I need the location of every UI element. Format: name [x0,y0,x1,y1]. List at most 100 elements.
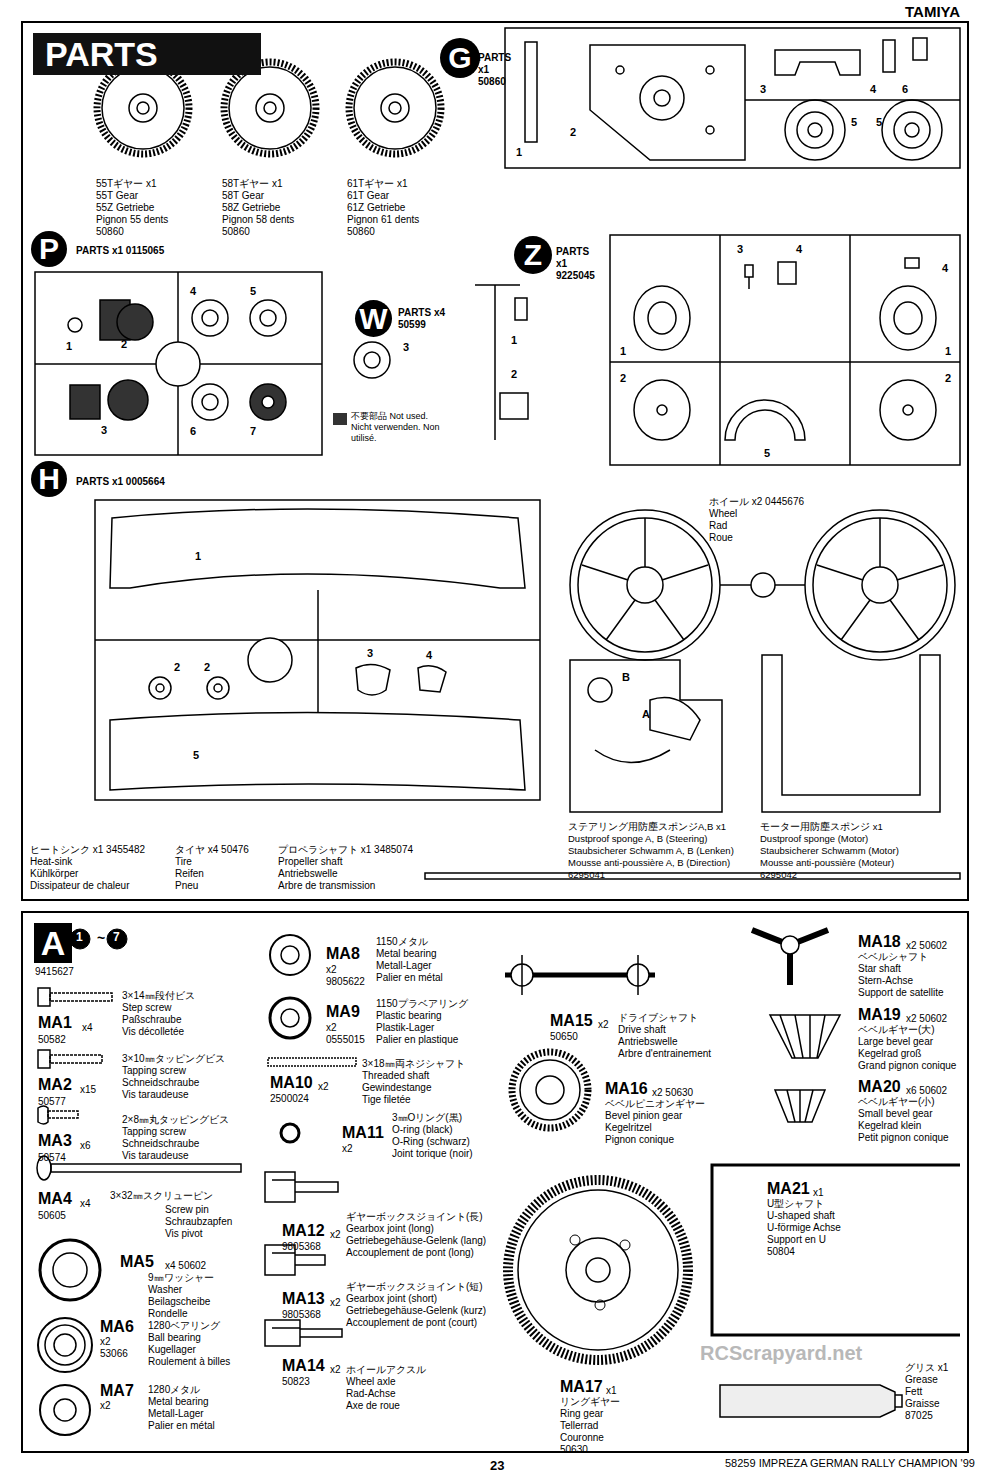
part-label: 6295041 [568,870,605,881]
part-label: Pignon 61 dents [347,214,419,226]
part-label: Palier en plastique [376,1034,458,1046]
part-label: Staubsicherer Schwamm A, B (Lenken) [568,846,734,857]
part-label: x6 [80,1140,91,1152]
title-box: PARTS [33,33,261,75]
part-label: Kegelritzel [605,1122,652,1134]
part-label: Antriebswelle [618,1036,677,1048]
part-label: Metall-Lager [376,960,432,972]
part-label: MA15 [550,1012,593,1030]
part-label: Gewindestange [362,1082,432,1094]
part-label: 4 [190,285,196,298]
part-label: Schraubzapfen [165,1216,232,1228]
part-label: Schneidschraube [122,1138,199,1150]
part-label: Mousse anti-poussière (Moteur) [760,858,894,869]
part-label: 9225045 [556,270,595,282]
part-label: x2 [318,1081,329,1093]
part-label: 61T Gear [347,190,389,202]
part-label: プロペラシャフト x1 3485074 [278,844,413,856]
part-label: 50650 [550,1031,578,1043]
part-label: Graisse [905,1398,939,1410]
part-label: 50582 [38,1034,66,1046]
part-label: 9㎜ワッシャー [148,1272,214,1284]
part-label: ステアリング用防塵スポンジA,B x1 [568,822,726,833]
part-label: 1 [945,345,951,358]
part-label: MA10 [270,1074,313,1092]
part-label: Washer [148,1284,182,1296]
part-label: Tire [175,856,192,868]
badge-letter: H [38,464,60,494]
part-label: U-shaped shaft [767,1210,835,1222]
part-label: x2 [598,1019,609,1031]
part-label: Fett [905,1386,922,1398]
part-label: U型シャフト [767,1198,824,1210]
part-label: 3×14㎜段付ビス [122,990,195,1002]
part-label: MA9 [326,1003,360,1021]
part-label: x2 [330,1364,341,1376]
badge-letter: G [448,43,471,73]
section-box: A [34,923,72,963]
part-label: Kegelrad groß [858,1048,921,1060]
part-label: 58Z Getriebe [222,202,280,214]
part-label: Antriebswelle [278,868,337,880]
part-label: PARTS x4 [398,307,445,319]
part-label: 1 [76,931,83,945]
part-label: Dustproof sponge A, B (Steering) [568,834,707,845]
part-label: x2 [326,1022,337,1034]
part-label: MA13 [282,1290,325,1308]
part-label: 58259 IMPREZA GERMAN RALLY CHAMPION '99 [725,1457,975,1470]
part-label: 7 [250,425,256,438]
part-label: MA18 [858,933,901,951]
part-label: Couronne [560,1432,604,1444]
part-label: 4 [942,262,948,275]
part-label: Dissipateur de chaleur [30,880,130,892]
part-label: 58T Gear [222,190,264,202]
part-label: Kegelrad klein [858,1120,921,1132]
part-label: Bevel pinion gear [605,1110,682,1122]
part-label: TAMIYA [905,3,960,20]
part-label: Small bevel gear [858,1108,932,1120]
part-label: 1280メタル [148,1384,200,1396]
part-label: 1150メタル [376,936,428,948]
part-label: Support de satellite [858,987,944,999]
part-label: ベベルシャフト [858,951,928,963]
part-label: 3×32㎜スクリューピン [110,1190,213,1202]
part-label: Vis décolletée [122,1026,184,1038]
part-label: Rondelle [148,1308,187,1320]
sprue-badge: W [355,300,392,337]
part-label: 50860 [222,226,250,238]
part-label: Mousse anti-poussière A, B (Direction) [568,858,730,869]
part-label: Tige filetée [362,1094,411,1106]
part-label: 55Z Getriebe [96,202,154,214]
part-label: Reifen [175,868,204,880]
part-label: 2 [945,372,951,385]
part-label: 5 [250,285,256,298]
part-label: 5 [193,749,199,762]
part-label: PARTS [556,246,589,258]
part-label: MA19 [858,1006,901,1024]
part-label: x4 50602 [165,1260,206,1272]
part-label: 4 [870,83,876,96]
part-label: 7 [113,931,120,945]
badge-letter: P [39,234,59,264]
legend-swatch [333,413,347,425]
part-label: 61Tギヤー x1 [347,178,408,190]
legend-text: 不要部品 Not used. Nicht verwenden. Non util… [351,411,447,443]
part-label: Staubsicherer Schwamm (Motor) [760,846,899,857]
part-label: O-Ring (schwarz) [392,1136,470,1148]
part-label: ベベルギヤー(大) [858,1024,935,1036]
part-label: MA17 [560,1378,603,1396]
part-label: 5 [876,116,882,129]
part-label: A [642,708,650,721]
part-label: ドライブシャフト [618,1012,698,1024]
part-label: Plastik-Lager [376,1022,434,1034]
part-label: MA7 [100,1382,134,1400]
part-label: Wheel axle [346,1376,395,1388]
part-label: Screw pin [165,1204,209,1216]
part-label: 50860 [96,226,124,238]
part-label: 9415627 [35,966,74,978]
part-label: 0555015 [326,1034,365,1046]
badge-letter: Z [524,240,542,270]
part-label: MA14 [282,1357,325,1375]
part-label: x1 [813,1187,824,1199]
part-label: x15 [80,1084,96,1096]
